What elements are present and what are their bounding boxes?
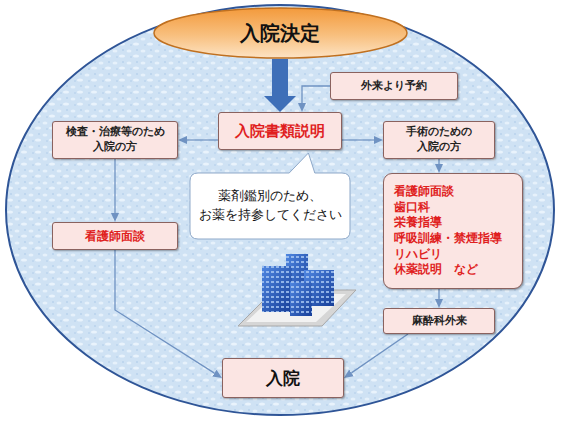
process-box: 麻酔科外来 bbox=[383, 308, 495, 334]
node-text: 入院 bbox=[266, 367, 300, 390]
list-box: 看護師面談歯口科栄養指導呼吸訓練・禁煙指導リハビリ休薬説明 など bbox=[383, 173, 523, 289]
node-text: 栄養指導 bbox=[394, 215, 442, 231]
connector bbox=[342, 139, 374, 140]
connector bbox=[351, 334, 408, 373]
bubble-shape bbox=[190, 173, 350, 239]
connector bbox=[114, 159, 115, 213]
node-text: 歯口科 bbox=[394, 200, 430, 216]
node-text: 薬剤鑑別のため、 お薬を持参してください bbox=[196, 187, 344, 225]
process-box: 看護師面談 bbox=[52, 222, 178, 250]
process-box: 手術のための 入院の方 bbox=[383, 121, 495, 159]
node-text: 看護師面談 bbox=[394, 184, 454, 200]
process-box: 入院 bbox=[222, 358, 344, 398]
node-text: 休薬説明 など bbox=[394, 262, 478, 278]
hospital-illustration bbox=[238, 254, 356, 326]
speech-bubble: 薬剤鑑別のため、 お薬を持参してください bbox=[190, 173, 350, 239]
node-text: 呼吸訓練・禁煙指導 bbox=[394, 231, 502, 247]
node-text: 麻酔科外来 bbox=[412, 314, 467, 329]
connector bbox=[115, 250, 214, 373]
node-text: 看護師面談 bbox=[85, 228, 145, 245]
node-text: 外来より予約 bbox=[361, 79, 427, 94]
decision-ellipse: 入院決定 bbox=[153, 7, 408, 59]
connector bbox=[438, 289, 439, 299]
background-ellipse bbox=[6, 5, 554, 415]
block-arrow bbox=[272, 59, 288, 96]
connector bbox=[187, 139, 218, 140]
node-text: 検査・治療等のため 入院の方 bbox=[63, 125, 167, 155]
connector bbox=[302, 86, 330, 103]
connector bbox=[438, 159, 439, 164]
node-text: 手術のための 入院の方 bbox=[399, 125, 479, 155]
process-box: 外来より予約 bbox=[330, 72, 458, 100]
node-text: 入院決定 bbox=[240, 20, 320, 47]
process-box: 入院書類説明 bbox=[218, 112, 342, 150]
node-text: リハビリ bbox=[394, 247, 442, 263]
node-text: 入院書類説明 bbox=[235, 122, 325, 141]
process-box: 検査・治療等のため 入院の方 bbox=[52, 121, 178, 159]
